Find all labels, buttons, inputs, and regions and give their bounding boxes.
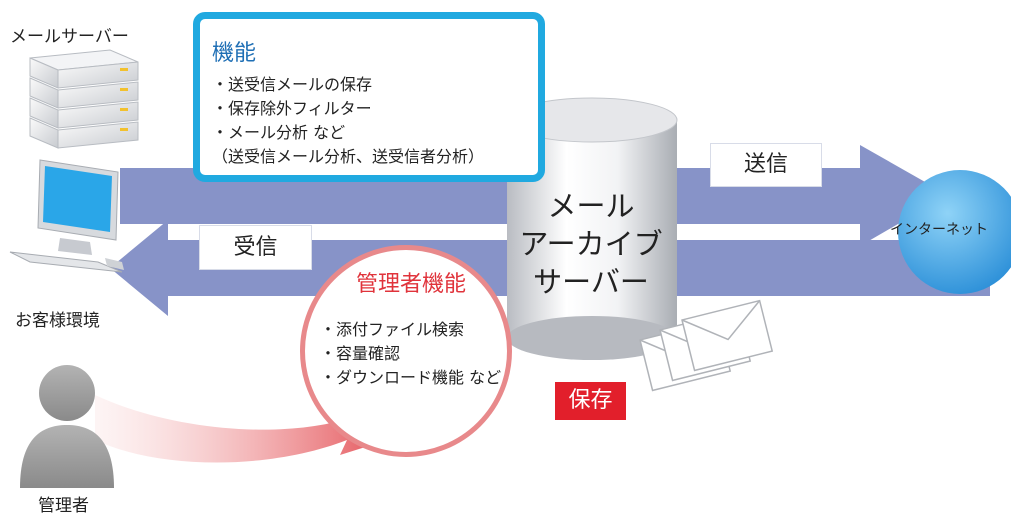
receive-label: 受信 [199, 225, 312, 270]
mail-server-icon [29, 49, 139, 149]
feature-box: 機能 ・送受信メールの保存 ・保存除外フィルター ・メール分析 など （送受信メ… [193, 12, 545, 182]
envelopes-icon [639, 299, 774, 392]
feature-item: （送受信メール分析、送受信者分析） [212, 147, 485, 166]
admin-feature-item: ・ダウンロード機能 など [320, 368, 502, 387]
admin-feature-item: ・容量確認 [320, 344, 401, 363]
internet-label: インターネット [890, 222, 988, 238]
admin-person-icon [20, 365, 114, 488]
admin-swoosh-arrow [95, 395, 400, 463]
archive-server-label: メール アーカイブ サーバー [506, 187, 676, 301]
archive-server-line: サーバー [533, 265, 649, 299]
admin-features-list: ・添付ファイル検索 ・容量確認 ・ダウンロード機能 など [320, 318, 501, 390]
admin-features-title: 管理者機能 [356, 272, 467, 297]
feature-title: 機能 [212, 41, 257, 66]
customer-env-label: お客様環境 [15, 311, 100, 331]
customer-pc-icon [9, 159, 124, 273]
feature-item: ・送受信メールの保存 [212, 75, 373, 94]
feature-item: ・メール分析 など [212, 123, 346, 142]
archive-server-line: メール [547, 189, 635, 223]
internet-globe [898, 170, 1011, 294]
archive-server-line: アーカイブ [519, 227, 663, 261]
mail-server-label: メールサーバー [10, 27, 129, 47]
admin-label: 管理者 [38, 496, 89, 516]
send-label: 送信 [710, 143, 822, 187]
feature-item: ・保存除外フィルター [212, 99, 372, 118]
admin-feature-item: ・添付ファイル検索 [320, 320, 465, 339]
save-badge: 保存 [555, 382, 626, 420]
admin-features-circle [300, 245, 512, 457]
